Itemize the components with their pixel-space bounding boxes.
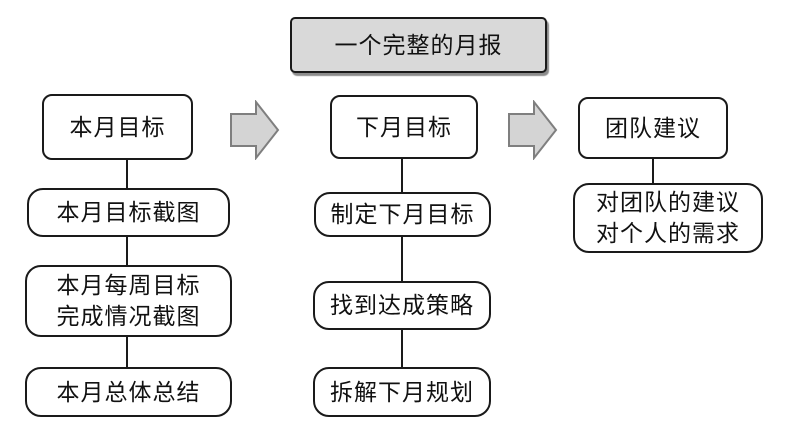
column-2-child-3-box: 拆解下月规划 — [313, 367, 491, 417]
connector-col2-child2-child3 — [401, 330, 403, 367]
column-3-header-box: 团队建议 — [578, 97, 728, 159]
title-label: 一个完整的月报 — [334, 32, 503, 58]
column-2-header-label: 下月目标 — [356, 114, 452, 140]
column-3-header-label: 团队建议 — [605, 115, 701, 141]
title-box: 一个完整的月报 — [290, 17, 547, 73]
column-2-child-2-label: 找到达成策略 — [330, 293, 474, 318]
column-1-child-1-box: 本月目标截图 — [27, 188, 230, 237]
column-1-child-2-label-line-1: 本月每周目标 — [56, 273, 201, 298]
column-1-header-label: 本月目标 — [69, 114, 166, 140]
column-3-child-1-box: 对团队的建议 对个人的需求 — [573, 183, 763, 253]
column-2-header-box: 下月目标 — [330, 95, 478, 159]
connector-col2-header-child1 — [401, 159, 403, 192]
connector-col1-header-child1 — [126, 160, 128, 188]
arrow-right-icon — [508, 100, 558, 160]
column-3-child-1-label-line-1: 对团队的建议 — [596, 190, 740, 215]
column-3-child-1-label-line-2: 对个人的需求 — [596, 221, 740, 246]
connector-col3-header-child1 — [652, 159, 654, 183]
column-2-child-1-label: 制定下月目标 — [330, 202, 475, 227]
column-1-child-2-label-line-2: 完成情况截图 — [56, 304, 201, 329]
connector-col2-child1-child2 — [401, 237, 403, 281]
column-2-child-1-box: 制定下月目标 — [314, 192, 491, 237]
column-1-child-3-box: 本月总体总结 — [25, 367, 232, 417]
column-2-child-2-box: 找到达成策略 — [313, 281, 491, 330]
connector-col1-child1-child2 — [126, 237, 128, 265]
column-1-header-box: 本月目标 — [42, 94, 193, 160]
column-1-child-3-label: 本月总体总结 — [56, 379, 201, 405]
connector-col1-child2-child3 — [126, 337, 128, 367]
column-2-child-3-label: 拆解下月规划 — [330, 379, 474, 405]
column-1-child-2-box: 本月每周目标 完成情况截图 — [25, 265, 232, 337]
arrow-right-icon — [230, 100, 280, 160]
column-1-child-1-label: 本月目标截图 — [56, 200, 201, 225]
